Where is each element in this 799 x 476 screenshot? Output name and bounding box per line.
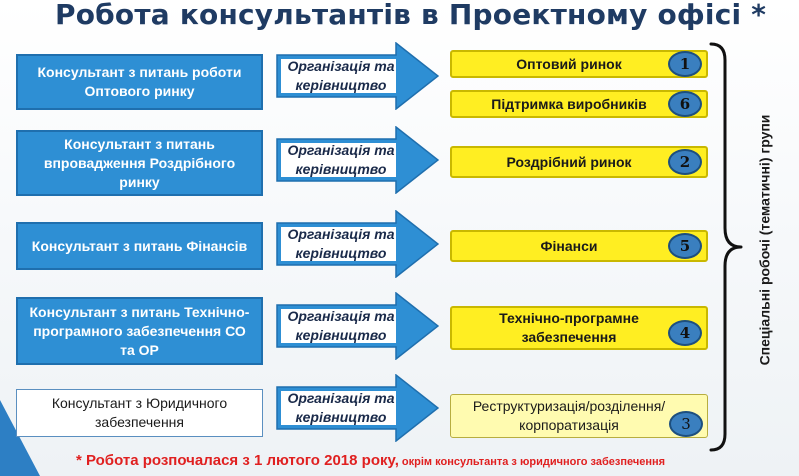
consultant-box-legal: Консультант з Юридичного забезпечення (16, 389, 263, 437)
group-number-badge: 4 (668, 320, 702, 346)
page-title: Робота консультантів в Проектному офісі … (55, 0, 767, 31)
footnote: * Робота розпочалася з 1 лютого 2018 рок… (76, 452, 796, 474)
group-box-wholesale: Оптовий ринок 1 (450, 50, 708, 78)
arrow-shape (276, 292, 439, 360)
arrow-organization: Організація та керівництво (276, 374, 439, 442)
consultant-box-technical: Консультант з питань Технічно-програмног… (16, 297, 263, 365)
consultant-box-wholesale: Консультант з питань роботи Оптового рин… (16, 54, 263, 110)
footnote-main: * Робота розпочалася з 1 лютого 2018 рок… (76, 452, 399, 469)
arrow-organization: Організація та керівництво (276, 42, 439, 110)
side-label-text: Спеціальні робочі (тематичні) групи (756, 114, 773, 366)
arrow-label: Організація та керівництво (287, 226, 395, 261)
group-label: Реструктуризація/розділення/ корпоратиза… (472, 398, 666, 433)
arrow-label: Організація та керівництво (287, 308, 395, 343)
arrow-organization: Організація та керівництво (276, 292, 439, 360)
group-box-producers: Підтримка виробників 6 (450, 90, 708, 118)
group-number-badge: 5 (668, 233, 702, 259)
arrow-label: Організація та керівництво (287, 390, 395, 425)
consultant-box-retail: Консультант з питань впровадження Роздрі… (16, 130, 263, 196)
group-label: Підтримка виробників (491, 95, 647, 112)
consultant-box-finance: Консультант з питань Фінансів (16, 222, 263, 270)
group-label: Оптовий ринок (516, 55, 622, 72)
group-box-technical: Технічно-програмне забезпечення 4 (450, 306, 708, 350)
group-number-badge: 3 (669, 411, 703, 437)
group-label: Технічно-програмне забезпечення (499, 310, 639, 345)
side-label-working-groups: Спеціальні робочі (тематичні) групи (746, 85, 782, 395)
footnote-note: окрім консультанта з юридичного забезпеч… (398, 456, 666, 468)
group-number-badge: 6 (668, 91, 702, 117)
group-box-finance: Фінанси 5 (450, 230, 708, 262)
arrow-shape (276, 42, 439, 110)
arrow-organization: Організація та керівництво (276, 126, 439, 194)
arrow-shape (276, 210, 439, 278)
group-label: Роздрібний ринок (506, 153, 632, 170)
arrow-organization: Організація та керівництво (276, 210, 439, 278)
arrow-label: Організація та керівництво (287, 58, 395, 93)
arrow-shape (276, 126, 439, 194)
group-box-restructuring: Реструктуризація/розділення/ корпоратиза… (450, 394, 708, 438)
arrow-shape (276, 374, 439, 442)
right-brace-icon (709, 42, 743, 452)
group-box-retail: Роздрібний ринок 2 (450, 146, 708, 178)
group-label: Фінанси (540, 237, 598, 254)
arrow-label: Організація та керівництво (287, 142, 395, 177)
group-number-badge: 1 (668, 51, 702, 77)
group-number-badge: 2 (668, 149, 702, 175)
